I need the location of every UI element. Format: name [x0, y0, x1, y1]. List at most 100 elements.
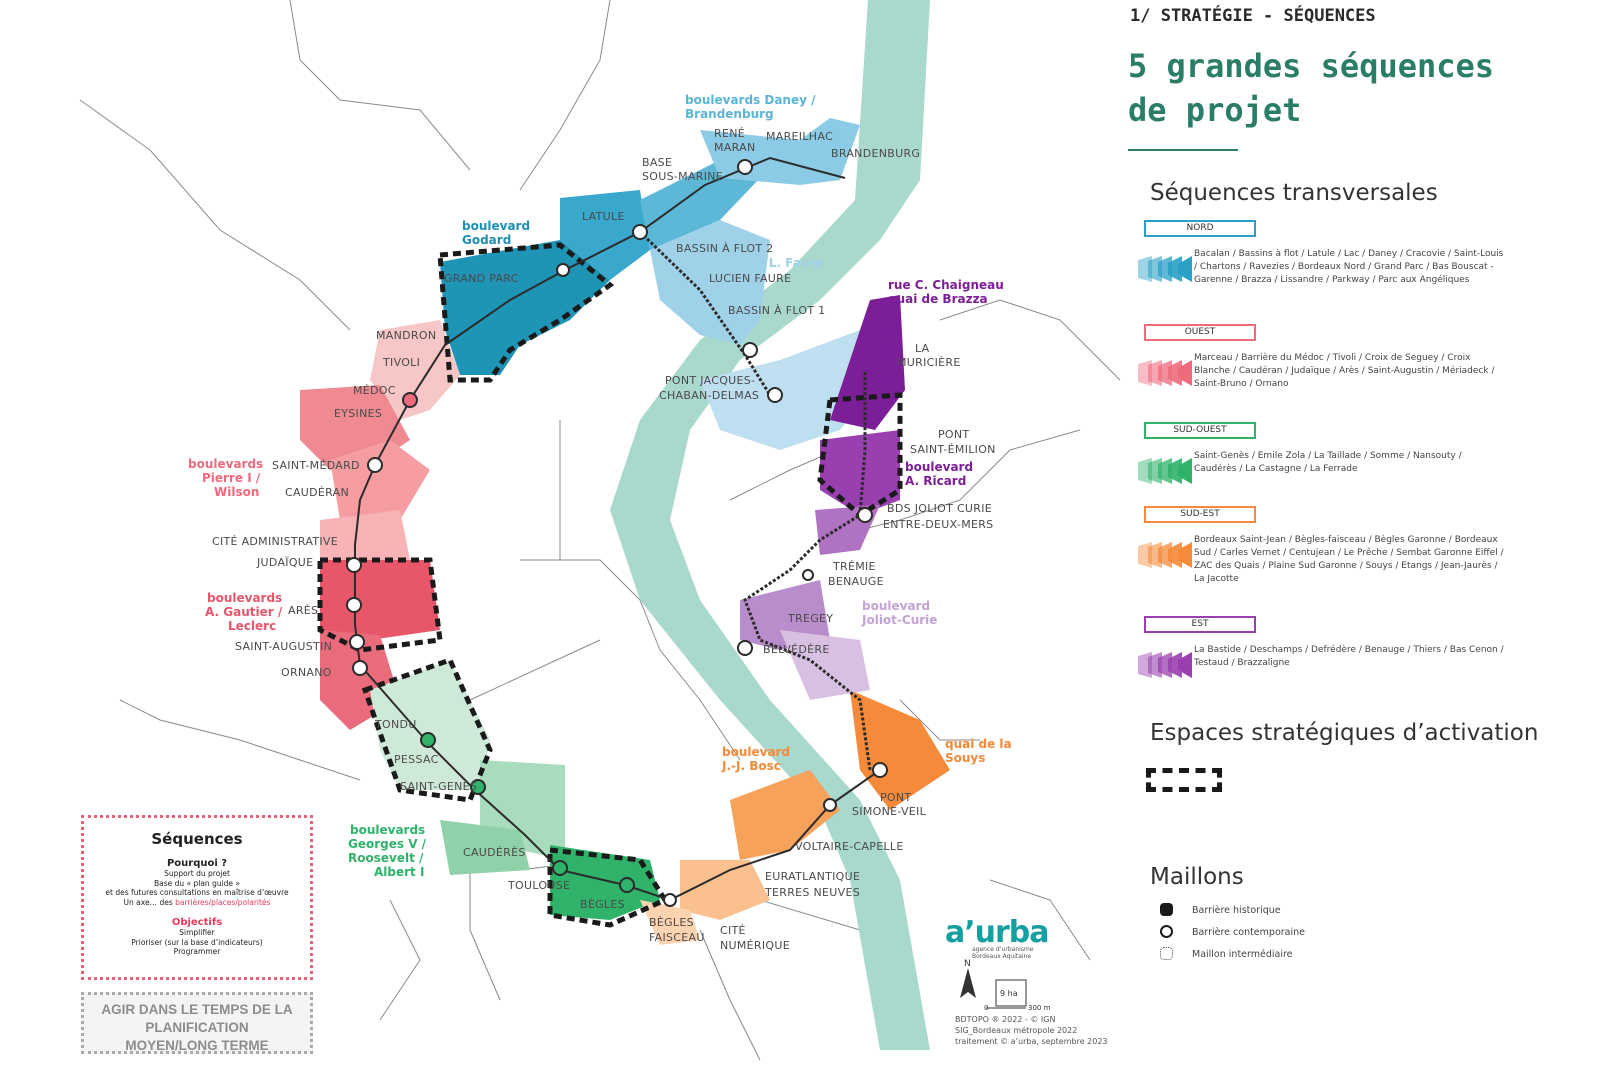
node-latule	[632, 224, 648, 240]
sequence-text-sud-ouest: Saint-Genès / Emile Zola / La Taillade /…	[1194, 451, 1462, 474]
label-pont-se: PONT	[938, 428, 969, 441]
node-belvedere	[737, 640, 753, 656]
label-saint-medard: SAINT-MÉDARD	[272, 459, 360, 472]
sequence-tag-sud-ouest: SUD-OUEST	[1144, 422, 1256, 439]
node-ares	[346, 597, 362, 613]
sequence-text-est: La Bastide / Deschamps / Defrédère / Ben…	[1194, 645, 1504, 668]
label-bd-bosc-1: boulevard	[722, 745, 790, 759]
label-toulouse: TOULOUSE	[507, 879, 570, 892]
label-pont-jacques: PONT JACQUES-	[665, 374, 755, 387]
activation-heading: Espaces stratégiques d’activation	[1150, 720, 1539, 746]
node-pont-chaban	[767, 387, 783, 403]
place-labels: RENÉ MARAN MAREILHAC BRANDENBURG BASE SO…	[212, 127, 996, 952]
node-begles	[619, 877, 635, 893]
maillon-intermediaire: Maillon intermédiaire	[1192, 949, 1293, 960]
label-quai-souys-2: Souys	[945, 751, 985, 765]
sequence-swatch-est	[1138, 652, 1192, 678]
label-mandron: MANDRON	[376, 329, 436, 342]
label-voltaire-capelle: VOLTAIRE-CAPELLE	[795, 840, 904, 853]
node-pont-simone-veil	[823, 798, 837, 812]
label-quai-brazza: quai de Brazza	[888, 292, 988, 306]
sequences-box: Séquences Pourquoi ? Support du projet B…	[81, 815, 313, 980]
sequence-ouest-blocks	[300, 320, 460, 730]
sequence-tag-sud-est: SUD-EST	[1144, 506, 1256, 523]
label-bd-gautier-2: A. Gautier /	[205, 605, 283, 619]
label-ornano: ORNANO	[281, 666, 332, 679]
node-bassin-flot-1	[742, 342, 758, 358]
label-bd-godard-2: Godard	[462, 233, 511, 247]
node-grand-parc	[556, 263, 570, 277]
label-la: LA	[915, 342, 930, 355]
label-terres-neuves: TERRES NEUVES	[764, 886, 860, 899]
label-brandenburg: BRANDENBURG	[831, 147, 920, 160]
node-judaique	[346, 557, 362, 573]
label-rene: RENÉ	[714, 127, 745, 140]
activation-zones	[317, 242, 903, 928]
sequence-text-ouest: Marceau / Barrière du Médoc / Tivoli / C…	[1194, 353, 1495, 389]
label-bd-georges-4: Albert I	[374, 865, 424, 879]
label-bd-georges-3: Roosevelt /	[348, 851, 424, 865]
label-bd-wilson-2: Pierre I /	[202, 471, 261, 485]
label-tondu: TONDU	[374, 718, 417, 731]
label-begles-f: BÈGLES	[649, 916, 694, 929]
label-cite: CITÉ	[720, 924, 746, 937]
sequence-swatch-nord	[1138, 256, 1192, 282]
sequence-sudest-blocks	[640, 690, 950, 945]
credits: BDTOPO ® 2022 - © IGN SIG_Bordeaux métro…	[955, 1015, 1108, 1046]
aurba-logo: a’urba	[945, 915, 1050, 950]
sequence-text-nord: Bacalan / Bassins à flot / Latule / Lac …	[1194, 249, 1504, 285]
label-begles: BÈGLES	[580, 898, 625, 911]
label-bd-bosc-2: J.-J. Bosc	[721, 759, 781, 773]
label-bd-brandenburg: Brandenburg	[685, 107, 774, 121]
node-tremie	[802, 569, 814, 581]
activation-swatch	[1146, 768, 1222, 792]
scale-area: 9 ha	[1000, 989, 1018, 998]
label-bassin-2: BASSIN À FLOT 2	[676, 242, 773, 255]
label-base: BASE	[642, 156, 672, 169]
agir-box: AGIR DANS LE TEMPS DE LA PLANIFICATION M…	[81, 992, 313, 1054]
label-bd-godard-1: boulevard	[462, 219, 530, 233]
label-chaban-delmas: CHABAN-DELMAS	[659, 389, 759, 402]
label-quai-souys-1: quai de la	[945, 737, 1012, 751]
label-sous-marine: SOUS-MARINE	[642, 170, 723, 183]
label-judaique: JUDAÏQUE	[256, 556, 313, 569]
label-bd-ricard-1: boulevard	[905, 460, 973, 474]
label-faisceau: FAISCEAU	[649, 931, 705, 944]
maillon-historique: Barrière historique	[1192, 905, 1281, 916]
label-rue-faure: rue L. Faure	[742, 256, 823, 270]
label-pessac: PESSAC	[394, 753, 439, 766]
sequence-sudouest-blocks	[370, 660, 660, 920]
maillons-heading: Maillons	[1150, 864, 1244, 890]
label-rue-chaigneau: rue C. Chaigneau	[888, 278, 1004, 292]
node-pessac	[420, 732, 436, 748]
sequence-swatch-sud-est	[1138, 542, 1192, 568]
sequence-swatch-ouest	[1138, 360, 1192, 386]
node-saint-augustin	[349, 634, 365, 650]
label-bd-wilson-3: Wilson	[214, 485, 259, 499]
label-saint-genes: SAINT-GENÈS	[400, 780, 477, 793]
aurba-subtitle: agence d’urbanisme Bordeaux Aquitaine	[972, 946, 1034, 960]
label-belvedere: BELVÉDÈRE	[763, 643, 830, 656]
main-title: 5 grandes séquences de projet	[1128, 47, 1495, 129]
title-rule	[1128, 149, 1238, 151]
transversal-heading: Séquences transversales	[1150, 180, 1438, 206]
node-ornano	[352, 660, 368, 676]
nodes	[346, 159, 888, 907]
label-cauderes: CAUDÉRÈS	[463, 846, 526, 859]
label-benauge: BENAUGE	[828, 575, 884, 588]
label-saint-emilion: SAINT-ÉMILION	[910, 443, 996, 456]
label-bd-georges-1: boulevards	[350, 823, 425, 837]
label-bd-georges-2: Georges V /	[348, 837, 427, 851]
label-saint-augustin: SAINT-AUGUSTIN	[235, 640, 332, 653]
label-simone-veil: SIMONE-VEIL	[852, 805, 927, 818]
node-saint-medard	[367, 457, 383, 473]
sequence-swatch-sud-ouest	[1138, 458, 1192, 484]
ring-node-icon	[1160, 925, 1173, 938]
label-latule: LATULE	[582, 210, 625, 223]
maillon-contemporaine: Barrière contemporaine	[1192, 927, 1305, 938]
label-cauderan: CAUDÉRAN	[285, 486, 349, 499]
kicker-title: 1/ STRATÉGIE - SÉQUENCES	[1130, 6, 1376, 26]
label-numerique: NUMÉRIQUE	[720, 939, 790, 952]
label-bds-joliot: BDS JOLIOT CURIE	[887, 502, 992, 515]
